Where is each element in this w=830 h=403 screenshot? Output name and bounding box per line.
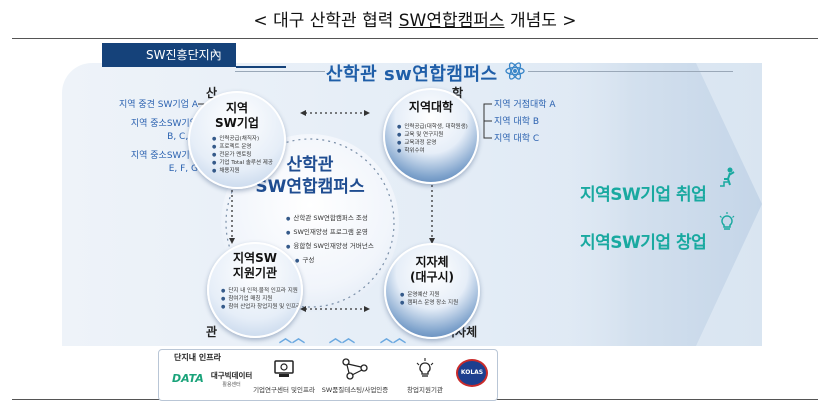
infra-item-name: 기업연구센터 및인프라 (253, 386, 315, 394)
right-labels: 지역 거점대학 A 지역 대학 B 지역 대학 C (494, 99, 556, 146)
title-suffix: 개념도 > (504, 11, 577, 31)
infra-bigdata-logo: DATA 대구빅데이터 활용센터 (172, 368, 252, 388)
chevron-up-icon: ︿︿ (329, 331, 356, 346)
node-title-line: 지자체 (415, 255, 449, 269)
node-university: 지역대학 인력공급(대학생, 대학원생) 교육 및 연구지원 교육과정 운영 학… (383, 88, 479, 184)
infra-item-sub: 활용센터 (222, 381, 241, 388)
node-item: 참여 산업자 창업지원 및 인프라 연계 지원 (221, 303, 301, 311)
chevron-up-icon: ︿︿ (279, 331, 306, 346)
zone-tag: SW진흥단지內 (102, 43, 236, 67)
node-title-line: 지역SW (233, 251, 277, 265)
node-local-government: 지자체 (대구시) 운영예산 지원 캠퍼스 운영 장소 지원 (384, 243, 480, 339)
climbing-person-icon (720, 167, 735, 187)
corner-label-academia: 학 (452, 86, 464, 100)
device-icon (274, 360, 294, 377)
node-item: 인력공급(대학생, 대학원생) (397, 123, 477, 131)
right-label: 지역 대학 B (494, 117, 540, 127)
node-title-line: (대구시) (409, 270, 455, 284)
node-item: 교육 및 연구지원 (397, 131, 477, 139)
lightbulb-icon (416, 358, 434, 377)
left-label: 지역 중견 SW기업 A (118, 100, 198, 110)
header-line-right (528, 71, 733, 72)
node-item: 캠퍼스 운영 장소 지원 (400, 299, 478, 307)
node-title-line: 지원기관 (232, 266, 278, 280)
header-line-left (235, 71, 325, 72)
node-government-title: 지자체 (대구시) (386, 255, 478, 285)
right-label: 지역 거점대학 A (494, 100, 556, 110)
kolas-logo: KOLAS (456, 359, 488, 387)
left-label: E, F, G (168, 164, 198, 174)
center-items: 산학관 SW연합캠퍼스 조성 SW인재양성 프로그램 운영 융합형 SW인재양성… (286, 212, 374, 268)
center-item: 산학관 SW연합캠퍼스 조성 (286, 212, 374, 226)
node-item: 참여기업 매칭 지원 (221, 295, 301, 303)
node-industry-title: 지역 SW기업 (190, 101, 284, 131)
node-item: 단지 내 인적·물적 인프라 지원 (221, 287, 301, 295)
node-item: 교육과정 운영 (397, 139, 477, 147)
node-title-line: 지역 (225, 101, 249, 115)
center-item: SW인재양성 프로그램 운영 (286, 226, 374, 240)
page-title: < 대구 산학관 협력 SW연합캠퍼스 개념도 > (0, 6, 830, 31)
data-logo: DATA (172, 372, 204, 385)
infra-item-name: SW품질테스팅/사업인증 (321, 386, 389, 394)
result-employment: 지역SW기업 취업 (580, 185, 707, 205)
infra-label: 단지내 인프라 (174, 353, 221, 362)
node-support-items: 단지 내 인적·물적 인프라 지원 참여기업 매칭 지원 참여 산업자 창업지원… (221, 287, 301, 311)
title-underlined: SW연합캠퍼스 (398, 11, 505, 31)
left-label: 지역 중소SW기업 (130, 119, 198, 129)
infra-box (158, 349, 498, 401)
node-university-title: 지역대학 (385, 100, 477, 115)
node-item: 인력공급(채직자) (212, 135, 284, 143)
center-title-line2: SW연합캠퍼스 (255, 177, 365, 197)
node-item: 학위수여 (397, 147, 477, 155)
left-label: 지역 중소SW기업 (130, 151, 198, 161)
zone-tag-line (236, 66, 286, 68)
node-item: 전문가 멘토링 (212, 151, 284, 159)
left-labels: 지역 중견 SW기업 A 지역 중소SW기업 B, C, D 지역 중소SW기업… (100, 99, 198, 176)
lightbulb-idea-icon (719, 212, 735, 230)
center-item: 융합형 SW인재양성 거버넌스 (286, 240, 373, 254)
node-title-line: SW기업 (215, 116, 259, 130)
result-startup: 지역SW기업 창업 (580, 233, 707, 253)
node-university-items: 인력공급(대학생, 대학원생) 교육 및 연구지원 교육과정 운영 학위수여 (397, 123, 477, 155)
kolas-logo-text: KOLAS (460, 369, 484, 376)
infra-item-name: 대구빅데이터 (210, 370, 253, 380)
center-item: 구성 (295, 254, 374, 268)
center-title-line1: 산학관 (286, 155, 334, 175)
outcome-arrow (546, 63, 762, 346)
chevron-up-icon: ︿︿ (380, 331, 407, 346)
node-item: 운영예산 지원 (400, 291, 478, 299)
top-divider (12, 38, 818, 39)
node-industry: 지역 SW기업 인력공급(채직자) 프로젝트 운영 전문가 멘토링 기업 Tot… (188, 91, 286, 189)
center-ring (225, 138, 395, 308)
node-government-items: 운영예산 지원 캠퍼스 운영 장소 지원 (400, 291, 478, 307)
corner-label-industry: 산 (206, 86, 218, 100)
node-title-line: 지역대학 (408, 100, 454, 114)
network-icon (342, 358, 368, 380)
node-item: 프로젝트 운영 (212, 143, 284, 151)
infra-item-name: 창업지원기관 (407, 386, 443, 394)
left-label: B, C, D (167, 132, 198, 142)
corner-label-government: 관 (206, 325, 218, 339)
center-title: 산학관 SW연합캠퍼스 (221, 154, 399, 198)
node-support-agency: 지역SW 지원기관 단지 내 인적·물적 인프라 지원 참여기업 매칭 지원 참… (207, 242, 303, 338)
node-item: 채용지원 (212, 167, 284, 175)
node-item: 기업 Total 솔루션 제공 (212, 159, 284, 167)
title-prefix: < 대구 산학관 협력 (253, 11, 399, 31)
node-industry-items: 인력공급(채직자) 프로젝트 운영 전문가 멘토링 기업 Total 솔루션 제… (212, 135, 284, 175)
header-title: 산학관 sw연합캠퍼스 (326, 64, 498, 85)
atom-icon (505, 62, 525, 80)
node-support-title: 지역SW 지원기관 (209, 251, 301, 281)
right-label: 지역 대학 C (494, 134, 540, 144)
right-bracket (483, 103, 492, 139)
